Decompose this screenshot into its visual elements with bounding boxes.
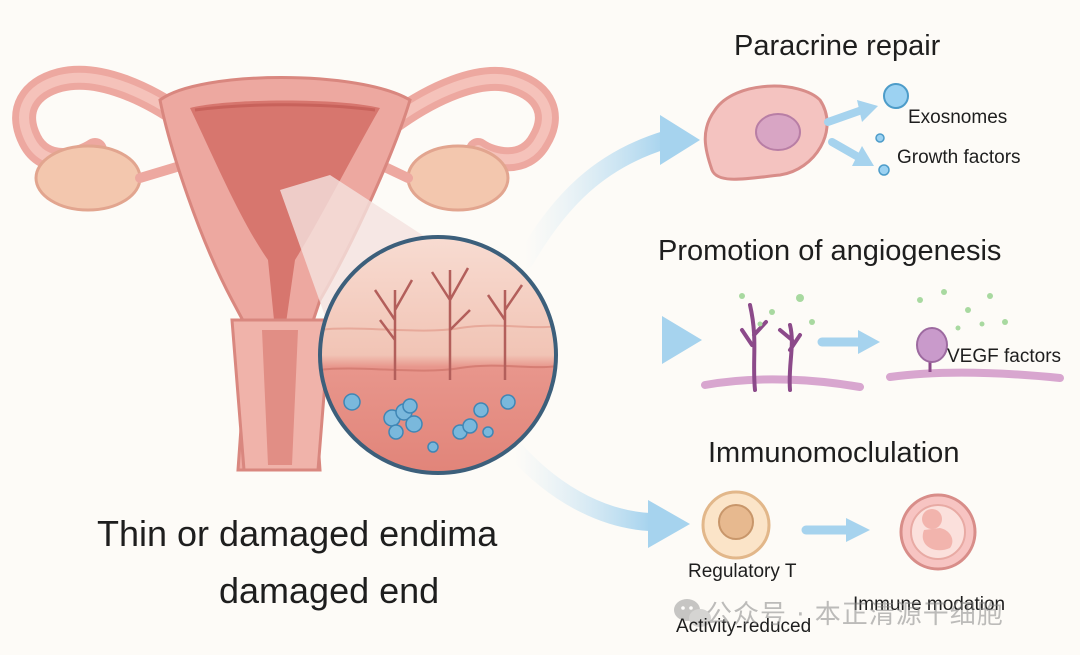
growth-factor-dot-icon — [875, 133, 885, 143]
stem-cell-cluster — [343, 393, 516, 453]
wechat-icon — [674, 599, 711, 627]
left-ovary — [34, 144, 142, 212]
arrow-to-angiogenesis — [560, 316, 702, 364]
uterine-cavity — [190, 100, 380, 330]
exosome-icon — [883, 83, 909, 109]
angiogenesis-title: Promotion of angiogenesis — [658, 235, 1002, 267]
arrow-to-paracrine — [516, 115, 700, 269]
right-ovary — [406, 144, 510, 212]
regulatory-t-cell-icon — [701, 490, 771, 560]
magnifier-wedge — [280, 175, 430, 330]
activity-reduced-label: Activity-reduced — [676, 616, 812, 637]
magnifier-circle-border — [318, 235, 558, 475]
immuno-middle-arrow — [801, 518, 870, 542]
embryo-icon — [899, 493, 977, 571]
immune-modation-label: Immune modation — [853, 594, 1006, 615]
vegf-icon — [886, 289, 1064, 382]
endometrium-magnified-view — [318, 235, 558, 475]
exosomes-label: Exosnomes — [908, 107, 1008, 128]
regulatory-t-label: Regulatory T — [688, 561, 797, 582]
blood-vessel-group — [373, 267, 524, 380]
arrow-to-immunomodulation — [506, 441, 690, 548]
watermark-text: 公众号 · 本正清源干细胞 — [706, 599, 1004, 630]
caption-line-2: damaged end — [219, 570, 440, 611]
angiogenesis-middle-arrow — [817, 330, 880, 354]
growth-factors-label: Growth factors — [897, 147, 1021, 168]
uterus-illustration — [12, 65, 559, 472]
growth-factor-dot-icon — [878, 164, 890, 176]
angiogenesis-vessels-icon — [701, 293, 864, 392]
paracrine-arrows — [824, 100, 878, 166]
vegf-factors-label: VEGF factors — [947, 346, 1062, 367]
caption-line-1: Thin or damaged endima — [97, 513, 498, 554]
watermark: 公众号 · 本正清源干细胞 — [666, 594, 1056, 630]
immunomodulation-title: Immunomoclulation — [708, 437, 960, 469]
paracrine-title: Paracrine repair — [734, 30, 941, 62]
paracrine-cell-icon — [703, 84, 829, 181]
